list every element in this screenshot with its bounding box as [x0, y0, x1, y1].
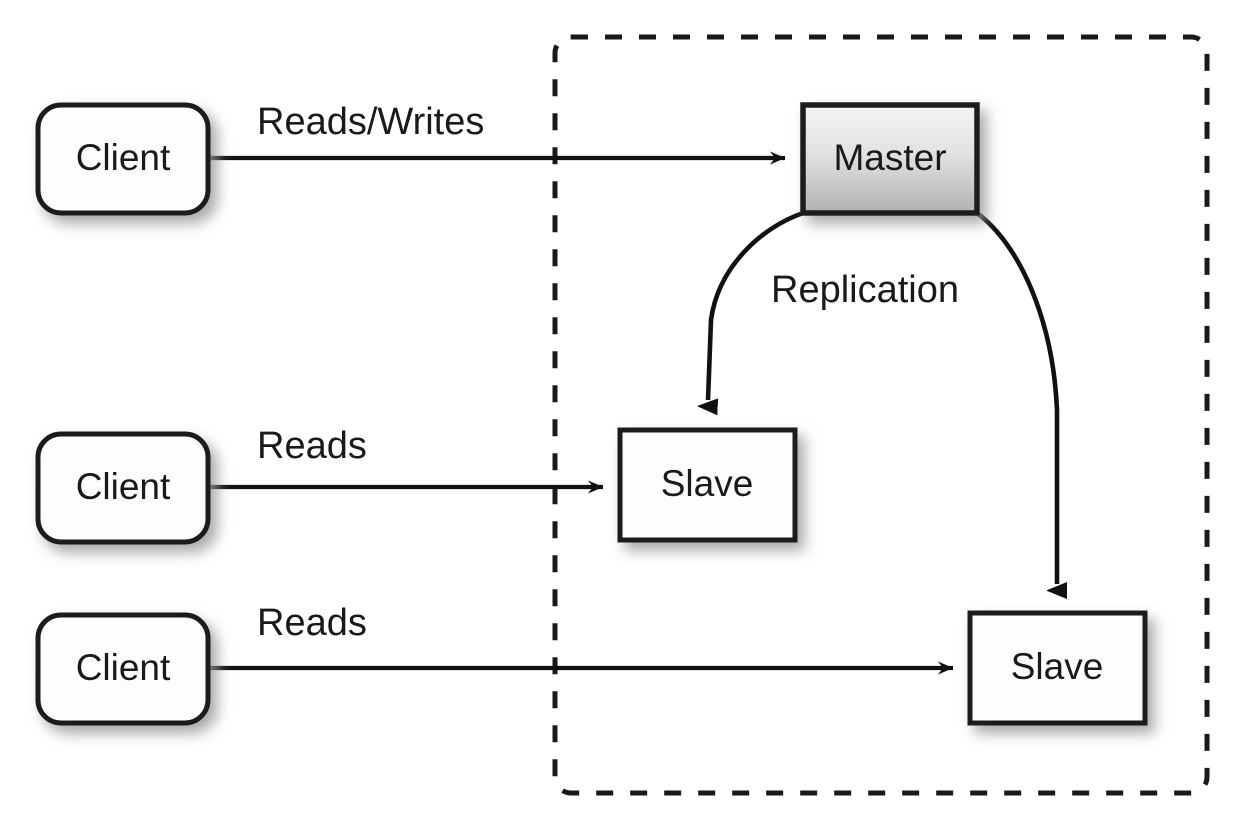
edge-label-reads-2: Reads [257, 602, 367, 644]
edge-path-replication-slave1 [708, 210, 804, 400]
edge-label-replication: Replication [771, 269, 959, 311]
slave-1-label: Slave [661, 463, 754, 504]
edge-path-replication-slave2 [975, 211, 1057, 584]
master-box[interactable] [800, 102, 980, 216]
client-1-box[interactable] [35, 102, 211, 216]
database-cluster-boundary [552, 34, 1210, 796]
edge-label-reads-1: Reads [257, 425, 367, 467]
edge-master-slave2 [975, 211, 1057, 584]
slave-2-box[interactable] [967, 610, 1148, 726]
master-label: Master [833, 137, 946, 178]
node-master[interactable]: Master [800, 102, 980, 216]
edge-label-reads-writes: Reads/Writes [257, 101, 484, 143]
node-client-3[interactable]: Client [35, 612, 211, 726]
client-1-label: Client [76, 137, 171, 178]
slave-2-label: Slave [1011, 646, 1104, 687]
node-slave-1[interactable]: Slave [617, 427, 798, 543]
node-slave-2[interactable]: Slave [967, 610, 1148, 726]
node-client-1[interactable]: Client [35, 102, 211, 216]
edge-master-slave1 [708, 210, 804, 400]
client-2-label: Client [76, 466, 171, 507]
node-client-2[interactable]: Client [35, 431, 211, 545]
cluster-boundary-outline [552, 34, 1210, 796]
client-2-box[interactable] [35, 431, 211, 545]
slave-1-box[interactable] [617, 427, 798, 543]
client-3-box[interactable] [35, 612, 211, 726]
client-3-label: Client [76, 647, 171, 688]
